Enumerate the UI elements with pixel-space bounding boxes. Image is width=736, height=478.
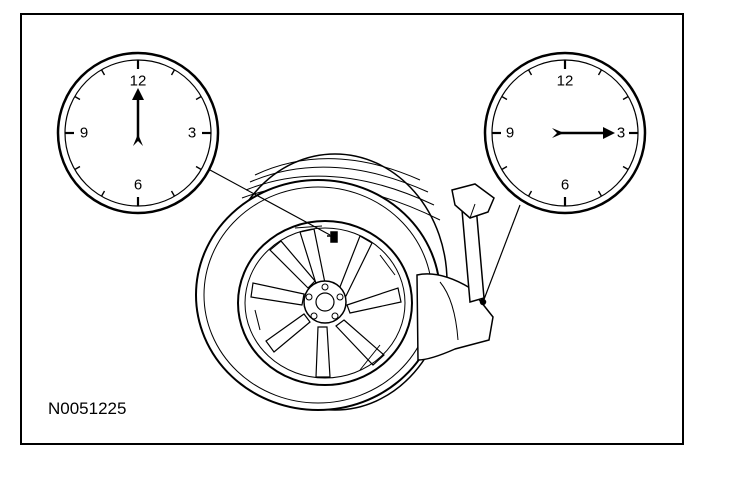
- clock-tick: [597, 190, 603, 197]
- clock-right-numeral-9: 9: [506, 125, 514, 142]
- balancer-stand: [416, 183, 495, 361]
- wheel-hub: [303, 280, 347, 324]
- clock-tick: [622, 165, 629, 171]
- clock-left: 12 3 6 9: [56, 51, 220, 215]
- rim-spokes: [250, 225, 402, 378]
- clock-left-numeral-6: 6: [134, 177, 142, 194]
- figure-id-label: N0051225: [48, 399, 126, 418]
- clock-tick: [527, 190, 533, 197]
- leader-line-right: [482, 204, 521, 303]
- clock-right-hand: [552, 127, 615, 139]
- clock-tick: [74, 95, 81, 101]
- clock-right-numeral-6: 6: [561, 177, 569, 194]
- clock-tick: [622, 95, 629, 101]
- clock-tick: [195, 165, 202, 171]
- clock-tick: [100, 69, 106, 76]
- clock-tick: [527, 69, 533, 76]
- clock-tick: [501, 165, 508, 171]
- clock-tick: [597, 69, 603, 76]
- valve-stem-marker: [330, 231, 338, 243]
- clock-tick: [170, 190, 176, 197]
- clock-tick: [501, 95, 508, 101]
- clock-tick: [195, 95, 202, 101]
- clock-left-hand: [132, 88, 144, 146]
- clock-right: 12 3 6 9: [483, 51, 647, 215]
- clock-tick: [100, 190, 106, 197]
- leader-line-left: [209, 169, 331, 236]
- clock-tick: [74, 165, 81, 171]
- clock-left-numeral-9: 9: [80, 125, 88, 142]
- clock-right-numeral-12: 12: [557, 73, 574, 90]
- clock-left-numeral-12: 12: [130, 73, 147, 90]
- clock-left-numeral-3: 3: [188, 125, 196, 142]
- wheel-assembly: [195, 153, 448, 411]
- clock-right-numeral-3: 3: [617, 125, 625, 142]
- clock-tick: [170, 69, 176, 76]
